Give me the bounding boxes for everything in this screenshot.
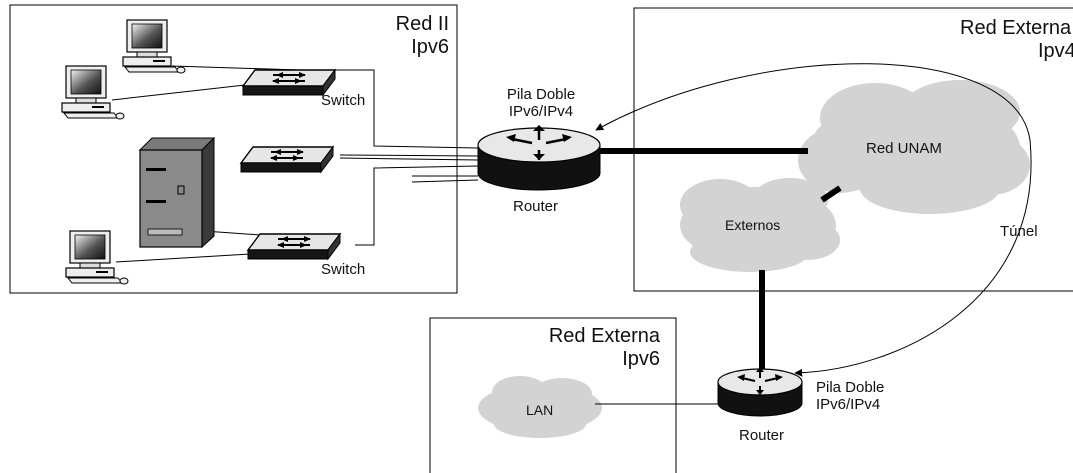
- lan-label: LAN: [526, 402, 554, 418]
- red-unam-label: Red UNAM: [866, 140, 942, 157]
- switch-icon: [247, 233, 341, 260]
- main-router-stack-label: Pila Doble IPv6/IPv4: [486, 86, 596, 121]
- switch-bottom-label: Switch: [321, 261, 366, 278]
- lower-router-stack-line1: Pila Doble: [816, 379, 885, 396]
- red-externa-ipv6-name: Red Externa: [548, 325, 660, 347]
- lower-router-icon: [717, 367, 803, 417]
- red-externa-ipv6-box: [429, 317, 677, 473]
- red-unam-cloud: [798, 80, 1030, 214]
- red-ii-name: Red II: [395, 13, 449, 35]
- pc-icon: [122, 19, 186, 74]
- switch-icon: [240, 146, 334, 173]
- switch-top-label: Switch: [321, 92, 366, 109]
- main-router-icon: [477, 125, 601, 191]
- red-externa-ipv4-protocol: Ipv4: [1038, 40, 1073, 62]
- red-ii-title: Red II Ipv6: [396, 13, 449, 59]
- pc-icon: [61, 65, 125, 120]
- tunnel-label: Túnel: [1000, 223, 1038, 240]
- externos-label: Externos: [725, 217, 781, 233]
- lan-cloud: [478, 376, 602, 438]
- main-router-stack-line2: IPv6/IPv4: [508, 103, 574, 121]
- main-router-stack-line1: Pila Doble: [506, 86, 576, 103]
- lower-router-stack-line2: IPv6/IPv4: [816, 396, 881, 414]
- red-externa-ipv6-title: Red Externa Ipv6: [549, 325, 660, 371]
- red-externa-ipv4-name: Red Externa: [960, 17, 1072, 39]
- lower-router-label: Router: [739, 427, 785, 444]
- red-ii-protocol: Ipv6: [411, 36, 449, 58]
- red-externa-ipv4-title: Red Externa Ipv4: [960, 17, 1073, 63]
- pc-icon: [65, 230, 129, 285]
- main-router-label: Router: [513, 198, 559, 215]
- server-icon: [138, 136, 216, 249]
- tunnel-curve: [595, 63, 1032, 377]
- red-ii-box: [9, 4, 458, 294]
- thin-links: [111, 65, 718, 405]
- lower-router-stack-label: Pila Doble IPv6/IPv4: [816, 379, 884, 414]
- red-externa-ipv6-protocol: Ipv6: [622, 348, 660, 370]
